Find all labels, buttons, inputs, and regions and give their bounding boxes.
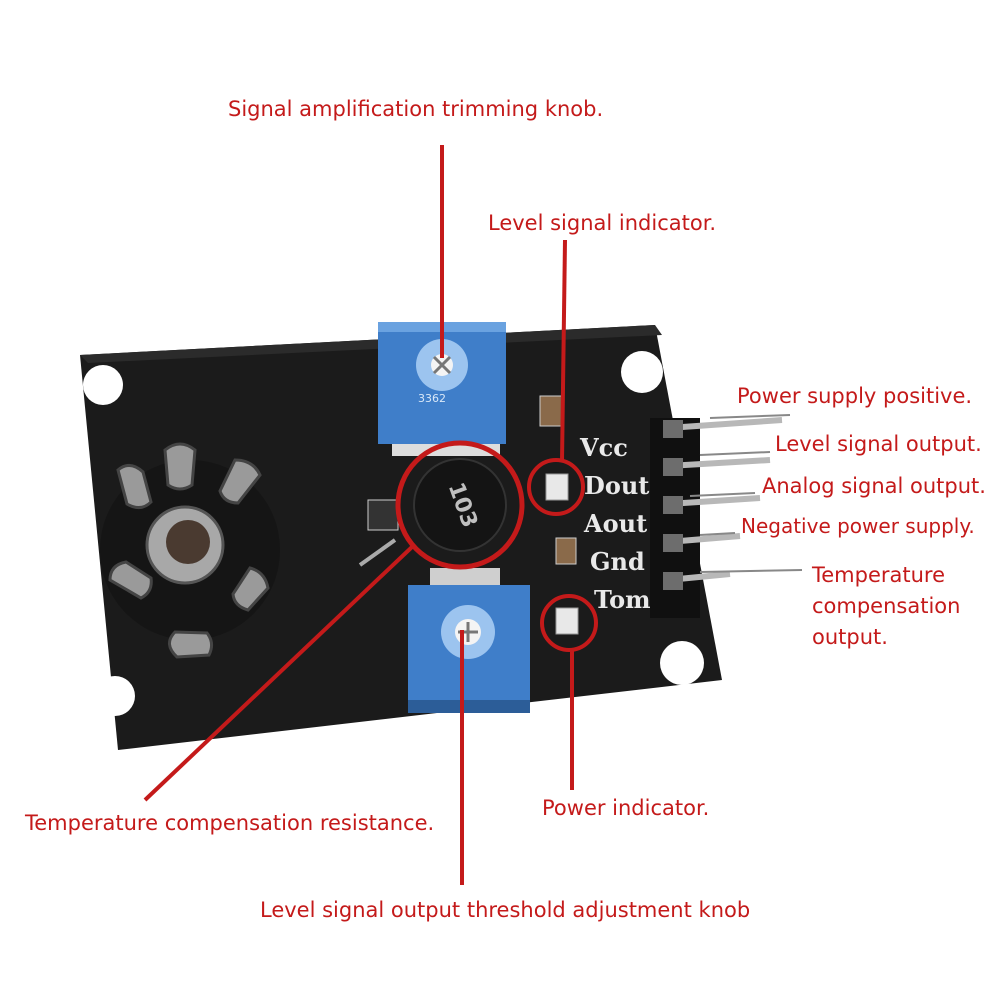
pin-header: [650, 417, 783, 618]
label-power-indicator: Power indicator.: [542, 796, 710, 820]
trimmer-marking: 3362: [418, 392, 446, 405]
callout-circle-thermistor: [395, 440, 525, 570]
label-level-output: Level signal output.: [775, 432, 982, 456]
level-indicator-led: [545, 473, 569, 501]
smd-component: [367, 499, 399, 531]
mounting-hole-top-right: [621, 351, 663, 393]
callout-circle-power-led: [540, 594, 598, 652]
label-negative-power: Negative power supply.: [741, 514, 975, 538]
pin-label-tom: Tom: [594, 585, 651, 614]
callout-circle-level-led: [527, 458, 585, 516]
label-amplification-knob: Signal amplification trimming knob.: [228, 97, 604, 121]
label-threshold-knob: Level signal output threshold adjustment…: [260, 898, 751, 922]
amplification-trimmer-knob: 3362: [378, 322, 506, 456]
label-power-positive: Power supply positive.: [737, 384, 973, 408]
mounting-hole-bottom-right: [660, 641, 704, 685]
pin-label-vcc: Vcc: [579, 433, 628, 462]
label-analog-output: Analog signal output.: [762, 474, 986, 498]
pin-label-aout: Aout: [583, 509, 647, 538]
pin-label-gnd: Gnd: [590, 547, 645, 576]
leader-level-indicator: [560, 239, 567, 463]
gas-sensor-socket: [100, 442, 280, 659]
smd-resistor: [555, 537, 577, 565]
label-temp-comp-resistance: Temperature compensation resistance.: [25, 811, 435, 835]
mounting-hole-bottom-left: [95, 676, 135, 716]
thermistor: 103: [358, 458, 507, 567]
pin-label-dout: Dout: [584, 471, 649, 500]
power-indicator-led: [555, 607, 579, 635]
threshold-adjustment-knob: [408, 568, 530, 713]
mounting-hole-top-left: [83, 365, 123, 405]
leader-temp-comp-resistance: [143, 545, 414, 802]
label-level-indicator: Level signal indicator.: [488, 211, 717, 235]
label-temp-comp-output: Temperature compensation output.: [812, 563, 961, 649]
smd-resistor: [539, 395, 563, 427]
